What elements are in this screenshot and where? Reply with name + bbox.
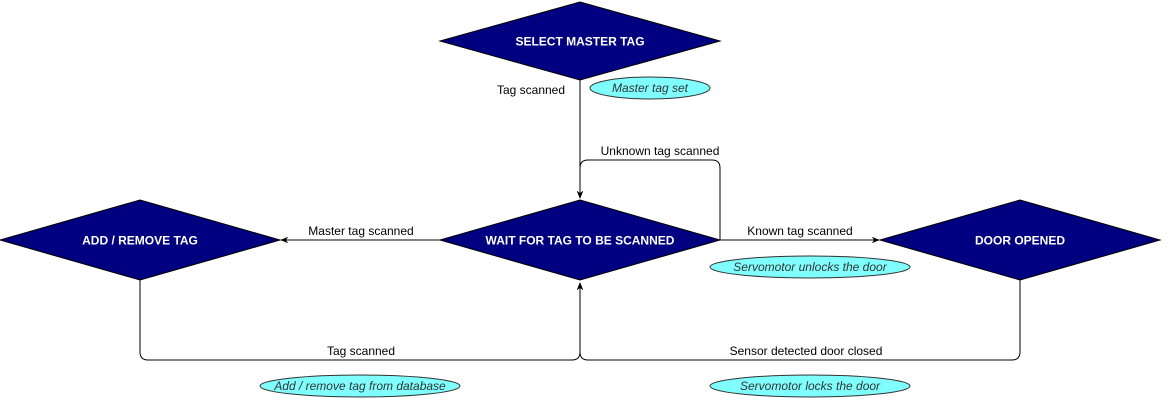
- state-add-remove-tag: ADD / REMOVE TAG: [0, 199, 282, 281]
- edge-door-to-wait: [576, 280, 1021, 361]
- note-label: Servomotor unlocks the door: [733, 260, 887, 274]
- state-label: DOOR OPENED: [975, 234, 1065, 248]
- state-label: ADD / REMOVE TAG: [82, 234, 198, 248]
- edge-add-remove-to-wait: [139, 280, 584, 361]
- state-label: SELECT MASTER TAG: [515, 35, 644, 49]
- state-wait-for-tag: WAIT FOR TAG TO BE SCANNED: [438, 199, 722, 281]
- transition-label-door-to-wait: Sensor detected door closed: [730, 344, 883, 358]
- transition-label-wait-to-add-remove: Master tag scanned: [308, 224, 413, 238]
- state-label: WAIT FOR TAG TO BE SCANNED: [486, 234, 675, 248]
- transition-label-add-remove-to-wait: Tag scanned: [327, 344, 395, 358]
- state-select-master-tag: SELECT MASTER TAG: [438, 1, 722, 81]
- action-note-db-update: Add / remove tag from database: [259, 374, 461, 398]
- transition-label-wait-to-door: Known tag scanned: [747, 224, 852, 238]
- transition-label-select-to-wait: Tag scanned: [497, 83, 565, 97]
- edge-wait-self-loop: [576, 159, 721, 240]
- state-door-opened: DOOR OPENED: [878, 199, 1162, 281]
- note-label: Master tag set: [612, 81, 689, 95]
- note-label: Servomotor locks the door: [740, 379, 881, 393]
- transition-label-wait-self-loop: Unknown tag scanned: [601, 144, 720, 158]
- action-note-master-set: Master tag set: [589, 76, 711, 100]
- action-note-servo-lock: Servomotor locks the door: [709, 374, 911, 398]
- note-label: Add / remove tag from database: [273, 379, 446, 393]
- action-note-servo-unlock: Servomotor unlocks the door: [709, 255, 911, 279]
